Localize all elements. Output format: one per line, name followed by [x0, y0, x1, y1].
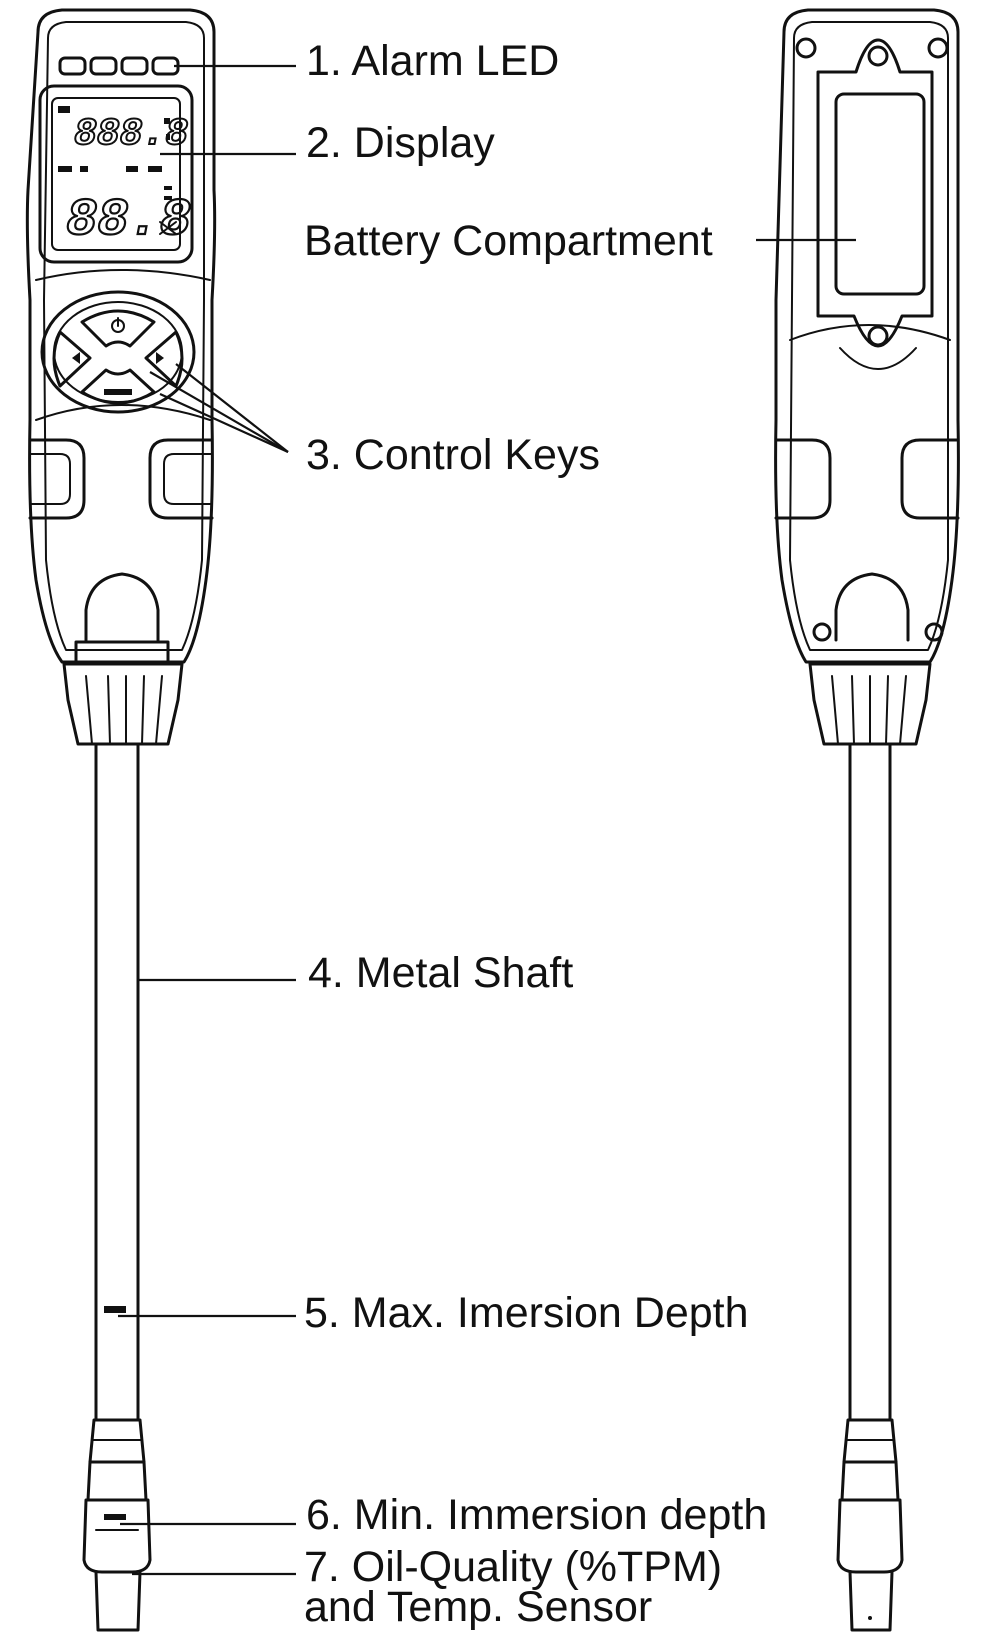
control-keys [40, 290, 196, 414]
label-alarm-led: 1. Alarm LED [306, 37, 560, 85]
label-display: 2. Display [306, 119, 495, 167]
front-sensor-body [86, 1460, 148, 1502]
alarm-led [58, 56, 87, 76]
label-min-immersion-depth: 6. Min. Immersion depth [306, 1491, 768, 1539]
screw [927, 37, 949, 59]
label-sensor-line1: 7. Oil-Quality (%TPM) [304, 1543, 723, 1591]
lcd-display [38, 84, 194, 264]
alarm-led [89, 56, 118, 76]
max-depth-mark [104, 1306, 126, 1313]
label-max-immersion-depth: 5. Max. Imersion Depth [304, 1289, 749, 1337]
keypad-outline [40, 290, 196, 414]
back-collar [808, 662, 932, 746]
back-view [774, 8, 960, 1632]
label-control-keys: 3. Control Keys [306, 431, 600, 479]
battery-compartment [816, 38, 934, 348]
left-grip [28, 438, 86, 520]
screw [795, 37, 817, 59]
label-sensor: 7. Oil-Quality (%TPM) and Temp. Sensor [304, 1543, 723, 1631]
leader-lines [118, 64, 856, 1576]
back-left-grip [774, 438, 832, 520]
back-metal-shaft [848, 742, 892, 1422]
lcd-top-digits: 888.8 [74, 113, 188, 156]
alarm-led [120, 56, 149, 76]
screw [924, 622, 944, 642]
back-right-grip [900, 438, 960, 520]
lcd-bezel [38, 84, 194, 264]
label-metal-shaft: 4. Metal Shaft [308, 949, 574, 997]
min-depth-mark [104, 1514, 126, 1520]
battery-window [834, 92, 926, 296]
left-key [52, 330, 92, 388]
lcd-bottom-digits: 88.8 [66, 191, 191, 250]
label-battery-compartment: Battery Compartment [304, 217, 713, 265]
right-arrow-icon [156, 352, 164, 364]
leader-control-keys [159, 392, 289, 454]
leader-control-keys [149, 371, 289, 453]
hold-key [80, 368, 156, 405]
front-housing-outline [25, 8, 217, 664]
front-collar [62, 662, 184, 746]
front-view [25, 8, 217, 1632]
power-key [80, 309, 156, 348]
back-housing-outline [774, 8, 960, 664]
screw [812, 622, 832, 642]
lcd-screen [51, 97, 181, 251]
right-key [144, 330, 184, 388]
right-grip [148, 438, 214, 520]
left-arrow-icon [72, 352, 80, 364]
front-metal-shaft [94, 742, 140, 1422]
leader-control-keys [175, 363, 289, 453]
label-sensor-line2: and Temp. Sensor [304, 1582, 653, 1631]
front-sensor-tip [82, 1498, 152, 1574]
screw [867, 45, 889, 67]
alarm-led-group [58, 56, 180, 76]
front-housing-inner [43, 21, 205, 651]
